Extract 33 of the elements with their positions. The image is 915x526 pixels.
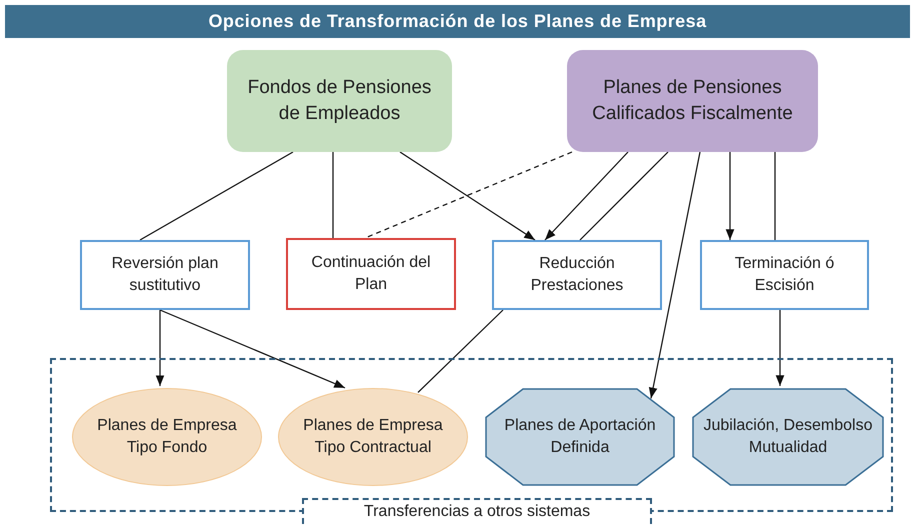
arrow [776,310,784,386]
connector-line [140,151,294,241]
arrow [544,152,628,240]
rounded-box [567,50,818,152]
arrow [726,152,734,240]
arrow [648,152,701,398]
arrow [160,309,346,388]
octagon-node [485,388,675,486]
node-text: Terminación ó Escisión [734,254,836,296]
title-bar: Opciones de Transformación de los Planes de Empresa [5,5,910,38]
connector-line [774,152,776,240]
node-text: Planes de Empresa Tipo Contractual [302,416,444,458]
connector-line [418,310,504,393]
node-text: Jubilación, Desembolso Mutualidad [702,416,874,458]
connector-line [332,152,334,238]
connector-line [580,152,668,240]
connector-line [364,151,572,239]
node-text: Continuación del Plan [310,253,432,295]
node-text: Planes de Aportación Definida [503,416,657,458]
node-text: Reversión plan sustitutivo [110,254,220,296]
arrow [400,152,536,240]
node-text: Planes de Pensiones Calificados Fiscalmente [591,76,794,126]
process-box [492,240,662,310]
arrow [156,310,164,386]
process-box [80,240,250,310]
node-text: Reducción Prestaciones [530,254,624,296]
node-text: Planes de Empresa Tipo Fondo [96,416,238,458]
rounded-box [227,50,452,152]
octagon-node [692,388,884,486]
process-box [286,238,456,310]
process-box [700,240,869,310]
node-text: Fondos de Pensiones de Empleados [246,76,432,126]
group-label: Transferencias a otros sistemas [302,498,652,524]
